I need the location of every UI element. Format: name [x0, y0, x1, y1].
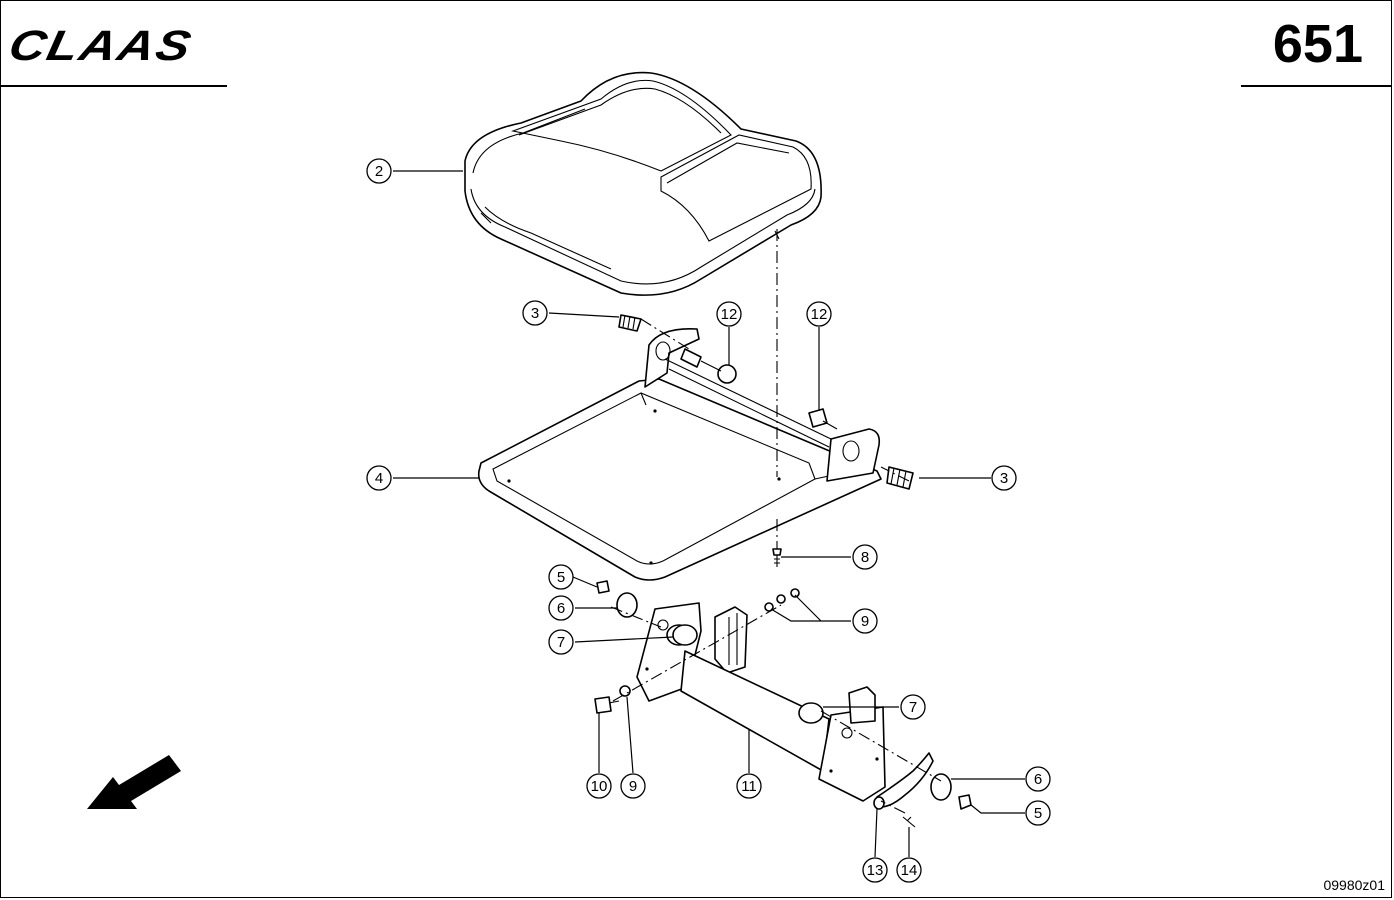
callout-label: 6: [557, 600, 565, 617]
callout-label: 7: [909, 699, 917, 716]
callout-label: 4: [375, 470, 383, 487]
callout-label: 12: [721, 306, 738, 323]
callout-label: 5: [557, 569, 565, 586]
callout-label: 9: [861, 613, 869, 630]
direction-arrow-icon: [87, 755, 181, 809]
callout: 13: [862, 857, 888, 883]
callout: 3: [522, 300, 548, 326]
callout-label: 3: [531, 305, 539, 322]
callout-label: 14: [901, 862, 918, 879]
callout: 12: [806, 301, 832, 327]
callout: 9: [852, 608, 878, 634]
callout-label: 8: [861, 549, 869, 566]
callout-label: 9: [629, 778, 637, 795]
callout: 12: [716, 301, 742, 327]
callout-label: 7: [557, 634, 565, 651]
page-number: 651: [1272, 14, 1363, 74]
header-rule-right: [1241, 85, 1391, 87]
drawing-reference: 09980z01: [1323, 877, 1385, 893]
callout: 3: [991, 465, 1017, 491]
callout: 6: [1025, 766, 1051, 792]
callout: 5: [548, 564, 574, 590]
callout: 14: [896, 857, 922, 883]
callout: 4: [366, 465, 392, 491]
screw-8: [772, 548, 782, 567]
callout-label: 6: [1034, 771, 1042, 788]
callout: 9: [620, 773, 646, 799]
assembly-axes: [610, 229, 942, 814]
callout: 6: [548, 595, 574, 621]
callout-label: 3: [1000, 470, 1008, 487]
callout-label: 13: [867, 862, 884, 879]
callout-label: 11: [741, 778, 757, 795]
callout-label: 2: [375, 163, 383, 180]
callout: 7: [548, 629, 574, 655]
callout: 5: [1025, 800, 1051, 826]
seat-pan: [477, 328, 882, 581]
callout-label: 10: [591, 778, 608, 795]
header-rule-left: [1, 85, 227, 87]
leader-lines: [393, 170, 1025, 858]
callout: 7: [900, 694, 926, 720]
callout: 2: [366, 158, 392, 184]
seat-cushion: [464, 71, 822, 296]
pivot-hardware: [618, 314, 914, 490]
callout: 11: [736, 773, 762, 799]
callout-label: 5: [1034, 805, 1042, 822]
callout-label: 12: [811, 306, 828, 323]
lower-frame: [636, 602, 972, 828]
callout: 8: [852, 544, 878, 570]
callout: 10: [586, 773, 612, 799]
